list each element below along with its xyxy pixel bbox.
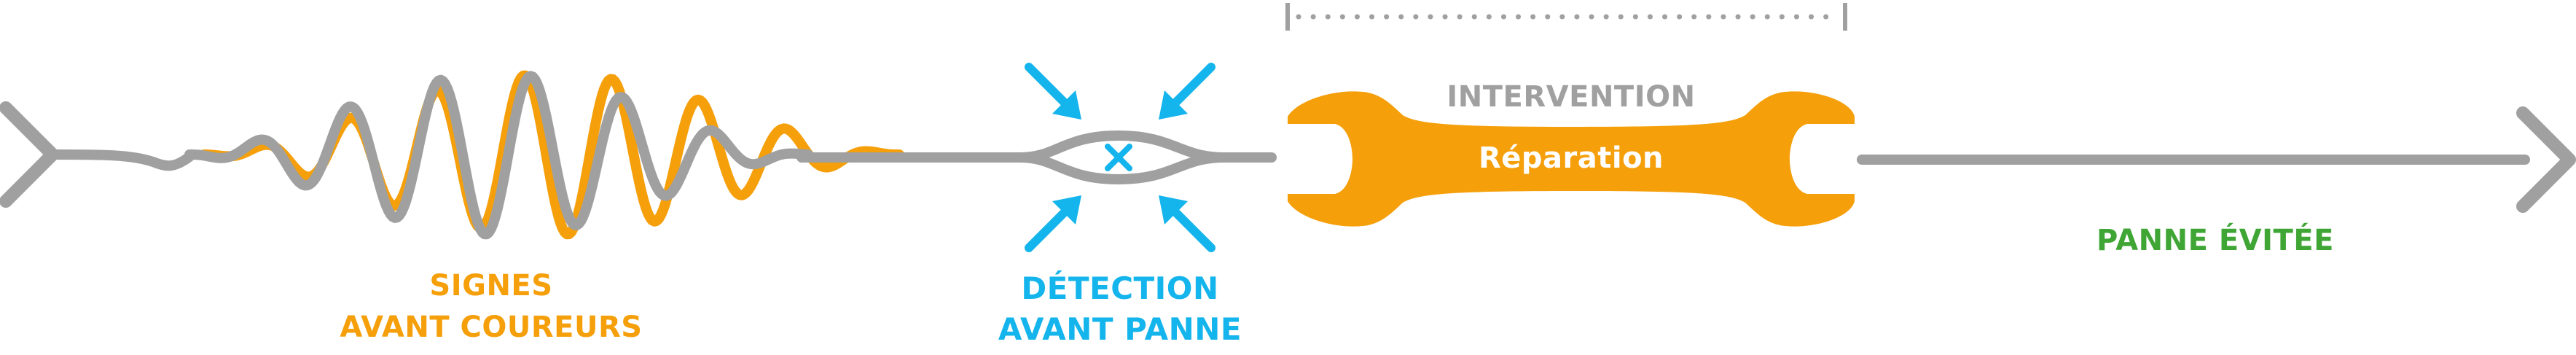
arrow-right-icon — [2516, 106, 2576, 213]
timeline-start — [47, 149, 195, 171]
intervention-bracket — [1285, 3, 1847, 31]
detection-label-line1: DÉTECTION — [1021, 270, 1218, 306]
detection-cross-icon — [1105, 144, 1132, 171]
intervention-label: INTERVENTION — [1446, 80, 1695, 114]
repair-label: Réparation — [1479, 141, 1664, 175]
left-chevron-icon — [0, 101, 59, 208]
wrench-icon — [1288, 91, 1855, 227]
pinch-arrows-icon — [1025, 63, 1215, 252]
detection-label-line2: AVANT PANNE — [998, 311, 1242, 347]
signs-label-line2: AVANT COUREURS — [340, 311, 642, 344]
signs-label-line1: SIGNES — [429, 269, 552, 303]
detection-lens — [1015, 130, 1277, 185]
signal-wave — [184, 71, 813, 240]
avoided-failure-label: PANNE ÉVITÉE — [2097, 222, 2334, 257]
